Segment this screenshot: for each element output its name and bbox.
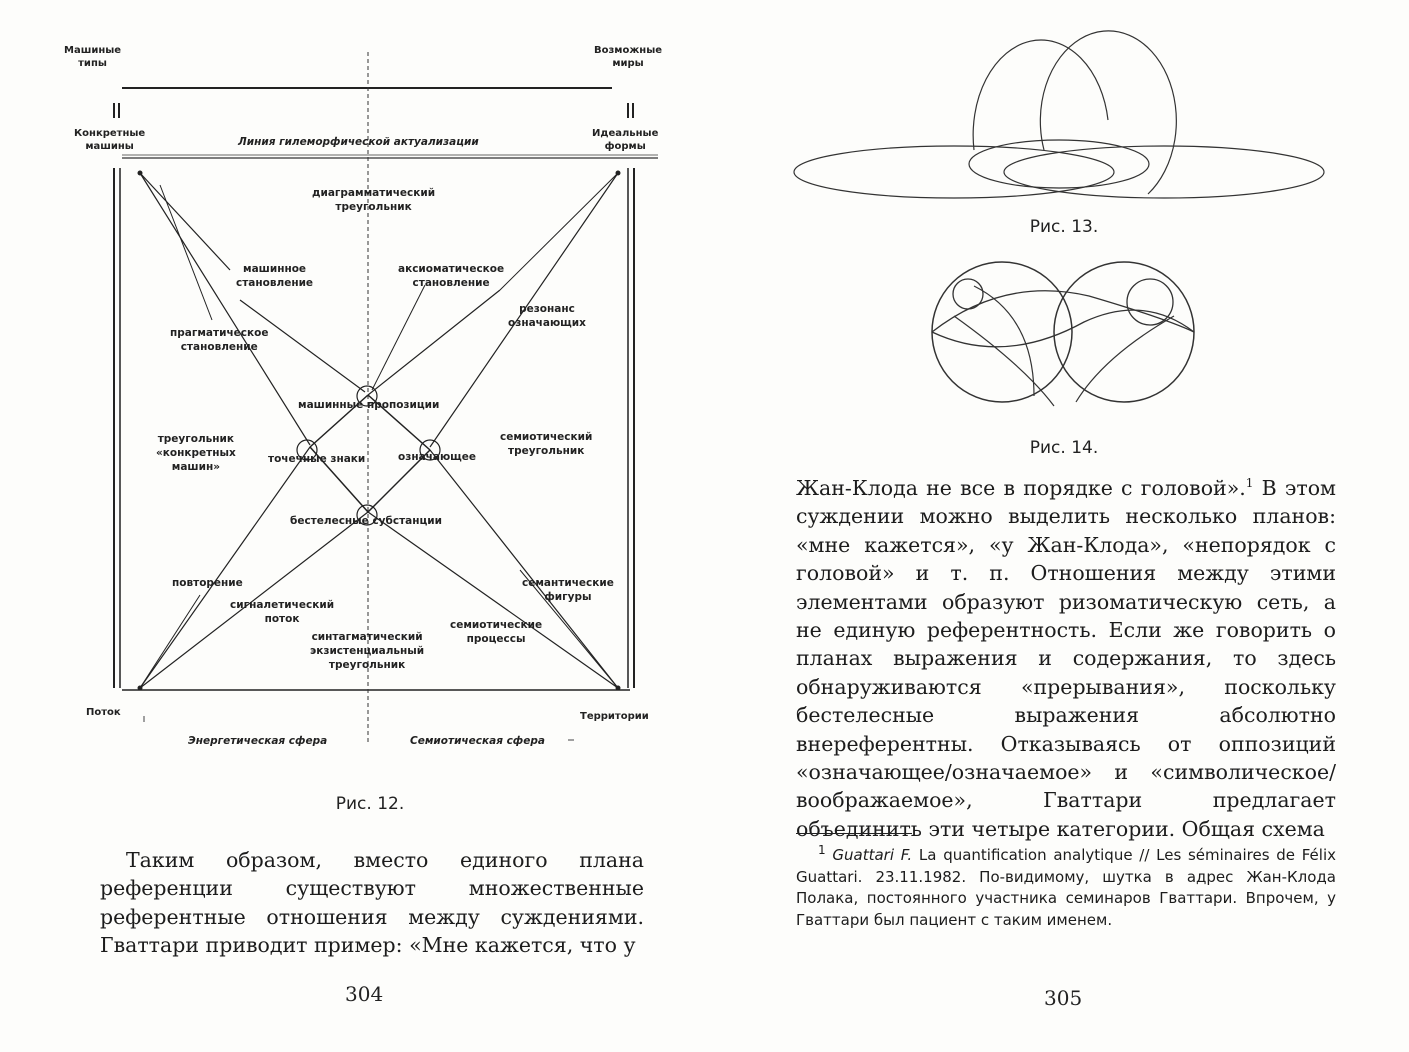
label-signifier: означающее xyxy=(398,450,476,464)
paragraph-text: Таким образом, вместо единого плана рефе… xyxy=(100,846,644,960)
label-diagrammatic-triangle: диаграмматический треугольник xyxy=(312,186,435,214)
figure-13-diagram xyxy=(704,0,1409,220)
figure-13-caption: Рис. 13. xyxy=(994,217,1134,237)
label-machinic-propositions: машинные пропозиции xyxy=(298,398,439,412)
label-concrete-machines: Конкретные машины xyxy=(74,127,145,153)
figure-12-caption: Рис. 12. xyxy=(300,794,440,814)
label-semantic-figures: семантические фигуры xyxy=(522,576,614,604)
page-number-305: 305 xyxy=(1044,986,1082,1010)
figure-14-diagram xyxy=(704,256,1409,436)
footnote-marker[interactable]: 1 xyxy=(1246,476,1254,490)
label-semiotic-processes: семиотические процессы xyxy=(450,618,542,646)
footnote: 1 Guattari F. La quantification analytiq… xyxy=(796,845,1336,931)
label-semiotic-triangle: семиотический треугольник xyxy=(500,430,592,458)
label-repetition: повторение xyxy=(172,576,243,590)
right-page: Рис. 13. Рис. 14. Жан-Клода не все в пор… xyxy=(704,0,1409,1052)
label-energetic-sphere: Энергетическая сфера xyxy=(188,734,327,748)
label-semiotic-sphere: Семиотическая сфера xyxy=(410,734,545,748)
label-ideal-forms: Идеальные формы xyxy=(592,127,658,153)
label-point-signs: точечные знаки xyxy=(268,452,365,466)
label-signifier-resonance: резонанс означающих xyxy=(508,302,586,330)
label-signaletic-flow: сигналетический поток xyxy=(230,598,334,626)
paragraph-text: Жан-Клода не все в порядке с головой».1 … xyxy=(796,474,1336,843)
label-machine-types: Машиные типы xyxy=(64,44,121,70)
label-possible-worlds: Возможные миры xyxy=(594,44,662,70)
right-page-paragraph: Жан-Клода не все в порядке с головой».1 … xyxy=(796,474,1336,843)
label-concrete-machines-triangle: треугольник «конкретных машин» xyxy=(156,432,236,474)
figure-14-caption: Рис. 14. xyxy=(994,438,1134,458)
label-flow: Поток xyxy=(86,706,121,719)
label-territories: Территории xyxy=(580,710,649,723)
label-incorporeal-substances: бестелесные субстанции xyxy=(290,514,442,528)
left-page-paragraph: Таким образом, вместо единого плана рефе… xyxy=(100,846,644,960)
label-syntagmatic-triangle: синтагматический экзистенциальный треуго… xyxy=(310,630,424,672)
label-axiomatic-becoming: аксиоматическое становление xyxy=(398,262,504,290)
label-machinic-becoming: машинное становление xyxy=(236,262,313,290)
footnote-divider xyxy=(796,833,912,834)
page-number-304: 304 xyxy=(345,982,383,1006)
label-hylemorphic-line: Линия гилеморфической актуализации xyxy=(238,135,479,149)
left-page: Машиные типы Возможные миры Конкретные м… xyxy=(0,0,704,1052)
label-pragmatic-becoming: прагматическое становление xyxy=(170,326,268,354)
